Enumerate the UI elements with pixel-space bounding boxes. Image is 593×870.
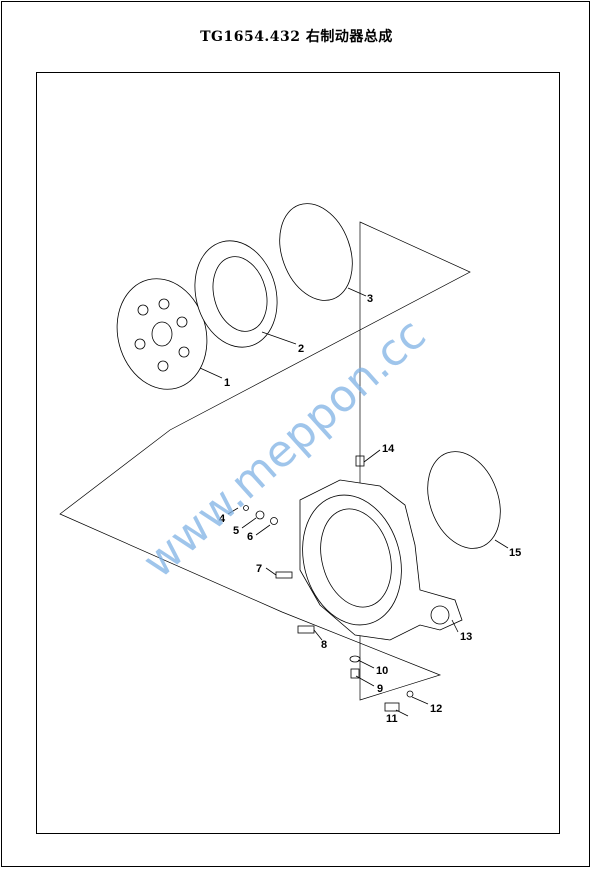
callout-9: 9	[377, 683, 383, 695]
washer-10	[349, 655, 361, 663]
o-ring-3	[279, 203, 353, 301]
cap-12	[406, 690, 414, 698]
callout-6: 6	[247, 531, 253, 543]
pin-7	[275, 571, 293, 579]
seal-6	[270, 517, 278, 525]
bleeder-11	[384, 702, 400, 712]
drawing-frame	[36, 72, 560, 834]
brake-housing	[299, 479, 463, 641]
ball-4	[243, 505, 249, 511]
callout-7: 7	[256, 563, 262, 575]
washer-5	[255, 510, 265, 520]
bolt-9	[350, 668, 360, 679]
callout-4: 4	[219, 513, 226, 525]
callout-8: 8	[321, 639, 327, 651]
brake-ring	[194, 240, 278, 348]
callout-13: 13	[460, 631, 472, 643]
callout-15: 15	[509, 547, 521, 559]
callout-5: 5	[233, 525, 239, 537]
friction-disc	[116, 278, 208, 390]
callout-2: 2	[298, 343, 304, 355]
plug-14	[355, 455, 365, 467]
page-title: TG1654.432 右制动器总成	[200, 29, 393, 45]
o-ring-15	[427, 451, 501, 549]
bolt-8	[297, 625, 315, 634]
leader-lines	[199, 287, 509, 717]
callout-11: 11	[386, 713, 398, 725]
callout-1: 1	[224, 377, 230, 389]
callout-3: 3	[367, 293, 373, 305]
callout-10: 10	[376, 665, 388, 677]
callout-12: 12	[430, 703, 442, 715]
callout-14: 14	[382, 443, 395, 455]
assembly-guide-lines	[59, 221, 471, 701]
